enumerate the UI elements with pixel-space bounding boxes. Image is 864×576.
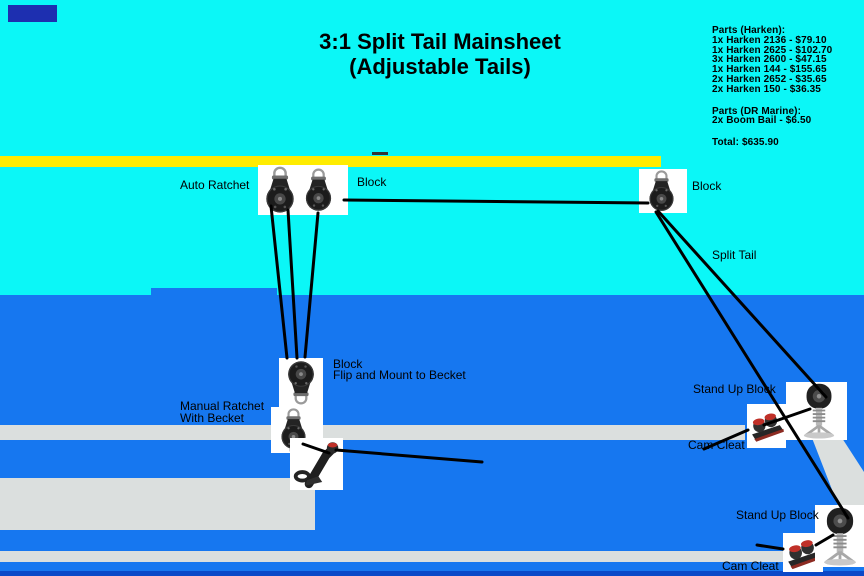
diagram-title-line2: (Adjustable Tails) [349,54,531,79]
right-block-icon [648,170,675,213]
label-block-left: Block [357,175,387,189]
diagram-title: 3:1 Split Tail Mainsheet (Adjustable Tai… [240,29,640,79]
stand-up-block-upper-photo [786,382,847,440]
diagram-title-line1: 3:1 Split Tail Mainsheet [319,29,561,54]
swivel-cleat-photo [290,438,343,490]
deck-stripe-upper [0,425,745,440]
top-left-navy-bar [8,5,57,22]
stand-up-block-lower-icon [822,506,858,566]
water-background-step [151,288,277,296]
swivel-cleat-icon [296,442,339,486]
label-cam-cleat-lower: Cam Cleat [722,559,779,573]
parts-item: 1x Harken 2625 - $102.70 [712,44,833,56]
boom-bail-mark [372,152,388,155]
parts-dr-header: Parts (DR Marine): [712,105,802,117]
label-block-middle: Block [333,357,363,371]
parts-item: 2x Harken 2652 - $35.65 [712,73,827,85]
label-manual-ratchet-line2: With Becket [180,410,245,425]
parts-item: 2x Boom Bail - $6.50 [712,115,812,127]
label-auto-ratchet: Auto Ratchet [180,178,250,192]
label-manual-ratchet: Manual Ratchet With Becket [180,399,265,425]
label-split-tail: Split Tail [712,248,757,262]
parts-item: 3x Harken 2600 - $47.15 [712,54,827,66]
boom-bar [0,156,661,167]
parts-item: 1x Harken 2136 - $79.10 [712,34,827,46]
cam-cleat-upper-photo [747,404,786,448]
auto-ratchet-block-icon [264,166,296,214]
upper-block-icon [304,168,333,212]
parts-harken-header: Parts (Harken): [712,25,786,36]
mainsheet-rope [342,198,650,205]
right-block-photo [639,169,687,213]
flip-block-icon [286,360,316,405]
parts-list: Parts (Harken): 1x Harken 2136 - $79.10 … [712,26,864,148]
stand-up-block-upper-icon [802,382,836,439]
parts-total: Total: $635.90 [712,137,779,149]
stand-up-block-lower-photo [815,505,864,567]
label-flip-mount: Flip and Mount to Becket [333,368,466,382]
label-cam-cleat-upper: Cam Cleat [688,438,745,452]
label-stand-up-block-upper: Stand Up Block [693,382,776,396]
label-manual-ratchet-line1: Manual Ratchet [180,399,265,413]
flip-block-photo [279,358,323,407]
deck-stripe-lower [0,551,783,562]
label-block-right: Block [692,179,722,193]
deck-block-left [0,478,315,530]
bottom-navy-band [0,571,864,576]
parts-item: 2x Harken 150 - $36.35 [712,83,821,95]
parts-item: 1x Harken 144 - $155.65 [712,64,827,76]
label-stand-up-block-lower: Stand Up Block [736,508,819,522]
auto-ratchet-and-block-photo [258,165,348,215]
cam-cleat-upper-icon [749,411,785,443]
